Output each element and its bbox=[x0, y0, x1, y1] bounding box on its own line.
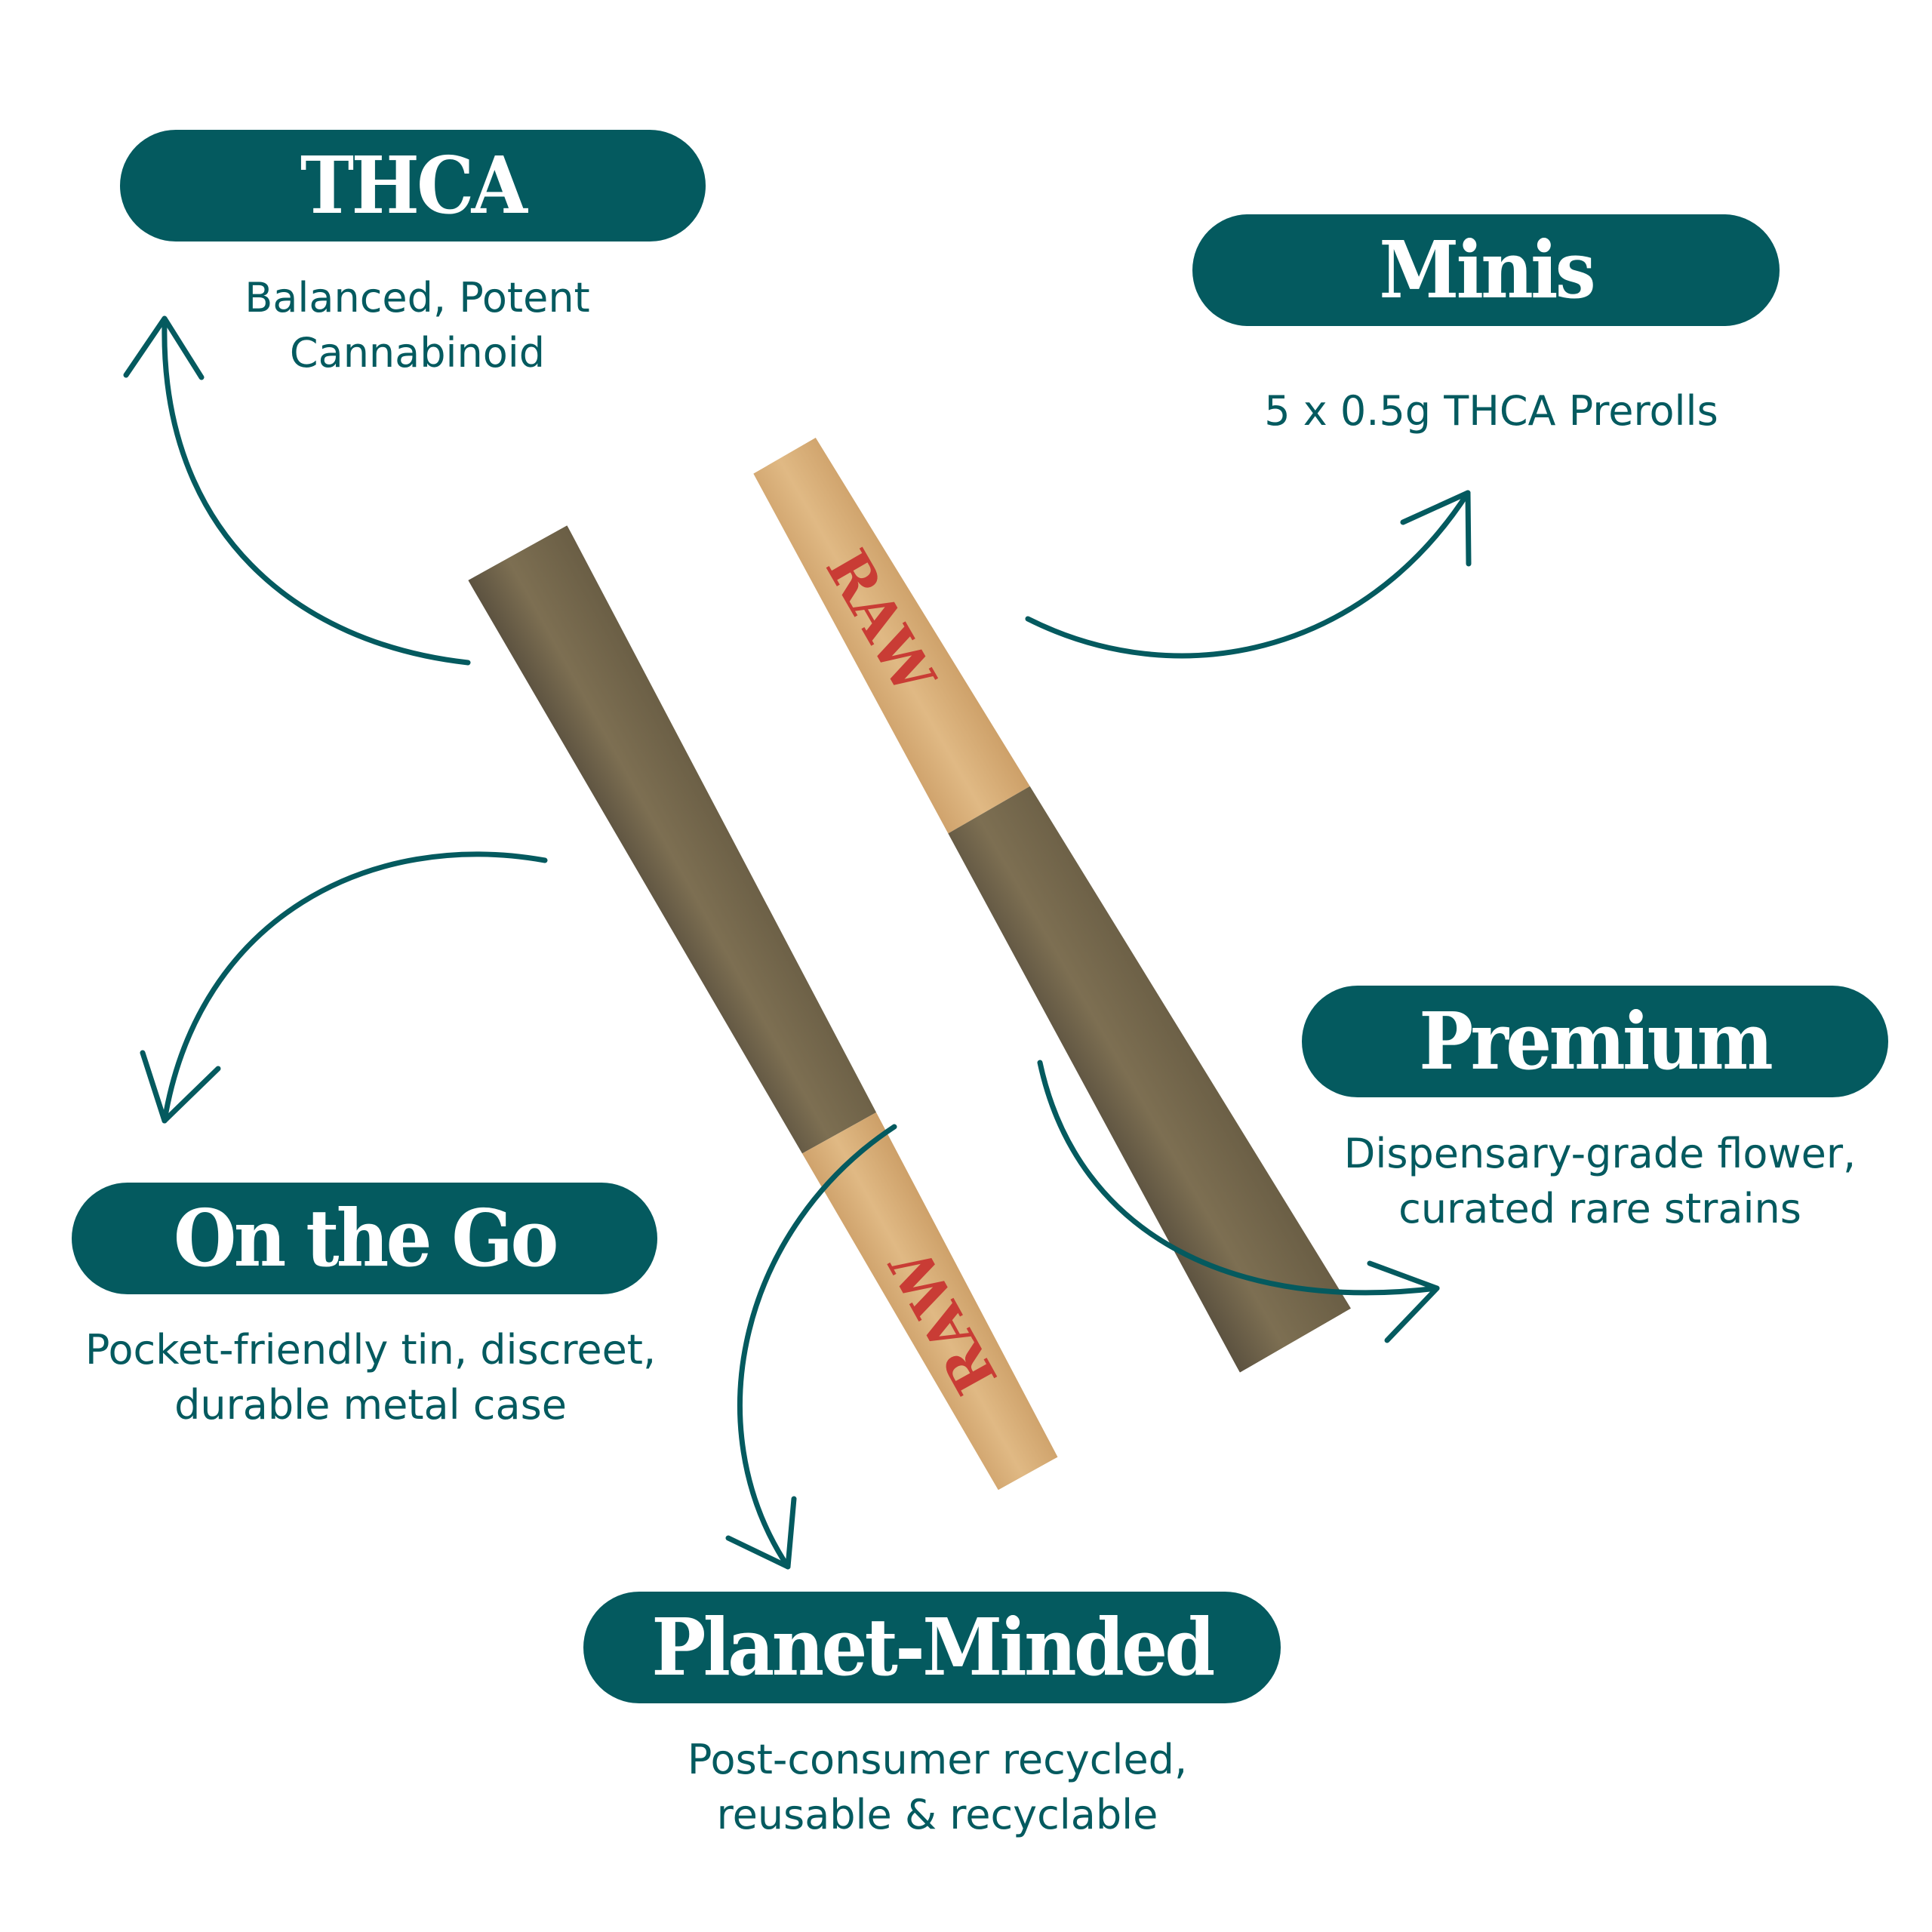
premium-title: Premium bbox=[1419, 995, 1774, 1088]
planet-minded-line-2: reusable & recyclable bbox=[716, 1791, 1158, 1838]
arrow-to-planet-minded-icon bbox=[725, 1124, 897, 1570]
arrow-to-minis-icon bbox=[1025, 490, 1472, 659]
premium-line-1: Dispensary-grade flower, bbox=[1343, 1130, 1857, 1177]
on-the-go-title: On the Go bbox=[173, 1192, 558, 1284]
on-the-go-badge: On the Go bbox=[72, 1183, 657, 1294]
thca-title: THCA bbox=[300, 139, 528, 232]
minis-title: Minis bbox=[1379, 223, 1595, 316]
thca-line-2: Cannabinoid bbox=[289, 329, 546, 377]
thca-badge: THCA bbox=[120, 130, 706, 242]
planet-minded-title: Planet-Minded bbox=[651, 1601, 1215, 1694]
on-the-go-description: Pocket-friendly tin, discreet, durable m… bbox=[85, 1322, 656, 1432]
arrow-to-on-the-go-icon bbox=[140, 851, 548, 1124]
on-the-go-line-2: durable metal case bbox=[174, 1381, 567, 1429]
thca-description: Balanced, Potent Cannabinoid bbox=[245, 270, 589, 380]
thca-line-1: Balanced, Potent bbox=[245, 274, 590, 321]
arrow-to-thca-icon bbox=[123, 315, 471, 666]
minis-description: 5 x 0.5g THCA Prerolls bbox=[1264, 383, 1718, 438]
premium-description: Dispensary-grade flower, curated rare st… bbox=[1344, 1126, 1856, 1236]
on-the-go-line-1: Pocket-friendly tin, discreet, bbox=[85, 1326, 657, 1374]
arrow-to-premium-icon bbox=[1037, 1060, 1440, 1343]
premium-line-2: curated rare strains bbox=[1398, 1185, 1801, 1232]
planet-minded-badge: Planet-Minded bbox=[583, 1592, 1281, 1703]
minis-badge: Minis bbox=[1192, 214, 1780, 326]
planet-minded-description: Post-consumer recycled, reusable & recyc… bbox=[688, 1732, 1187, 1842]
minis-line-1: 5 x 0.5g THCA Prerolls bbox=[1264, 387, 1718, 435]
planet-minded-line-1: Post-consumer recycled, bbox=[687, 1736, 1188, 1783]
premium-badge: Premium bbox=[1302, 986, 1888, 1097]
